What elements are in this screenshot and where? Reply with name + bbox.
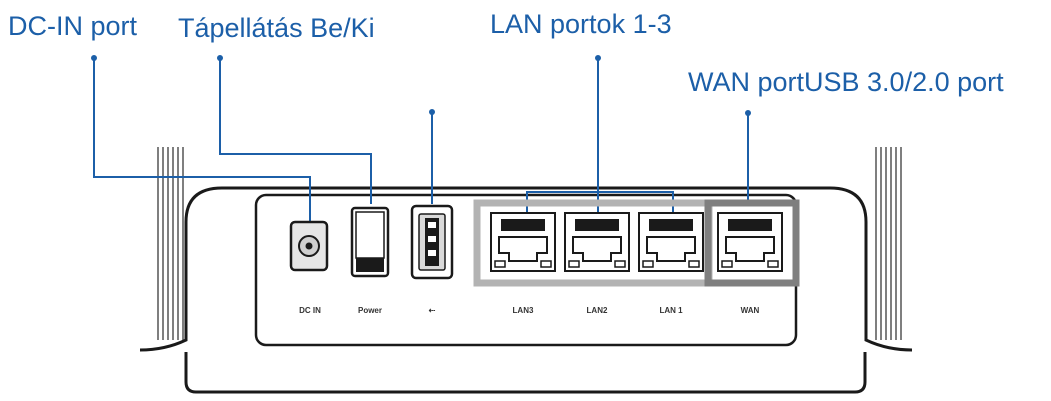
usb-leader-dot <box>429 109 435 115</box>
callout-dc-in-port: DC-IN port <box>8 11 138 41</box>
router-body-outline <box>139 186 913 352</box>
port-caption-power: Power <box>358 306 382 315</box>
port-caption-lan1: LAN 1 <box>659 306 683 315</box>
lan3-port <box>490 212 556 272</box>
port-caption-lan2: LAN2 <box>587 306 608 315</box>
lan2-port <box>564 212 630 272</box>
callout-wan-usb-ports: WAN portUSB 3.0/2.0 port <box>688 67 1004 97</box>
power-switch <box>350 206 390 278</box>
left-vent-fins <box>157 147 184 340</box>
power-leader-line <box>219 58 372 204</box>
dc-in-port <box>289 220 329 272</box>
router-base-outline <box>184 352 867 394</box>
lan-leader-dot <box>595 55 601 61</box>
lan1-port <box>638 212 704 272</box>
dcin-leader-line <box>93 58 311 222</box>
callout-power-switch: Tápellátás Be/Ki <box>178 13 375 43</box>
dcin-leader-dot <box>91 55 97 61</box>
wan-frame <box>704 199 800 287</box>
power-leader-dot <box>217 55 223 61</box>
usb-port <box>410 204 454 280</box>
wan-port <box>717 212 783 272</box>
callout-lines <box>91 55 751 222</box>
port-caption-dc-in: DC IN <box>299 306 321 315</box>
port-caption-wan: WAN <box>741 306 760 315</box>
callout-lan-ports: LAN portok 1-3 <box>490 9 672 39</box>
wan-leader-dot <box>745 110 751 116</box>
port-caption-usb: ⇠ <box>429 306 436 315</box>
port-caption-lan3: LAN3 <box>513 306 534 315</box>
right-vent-fins <box>875 147 902 340</box>
